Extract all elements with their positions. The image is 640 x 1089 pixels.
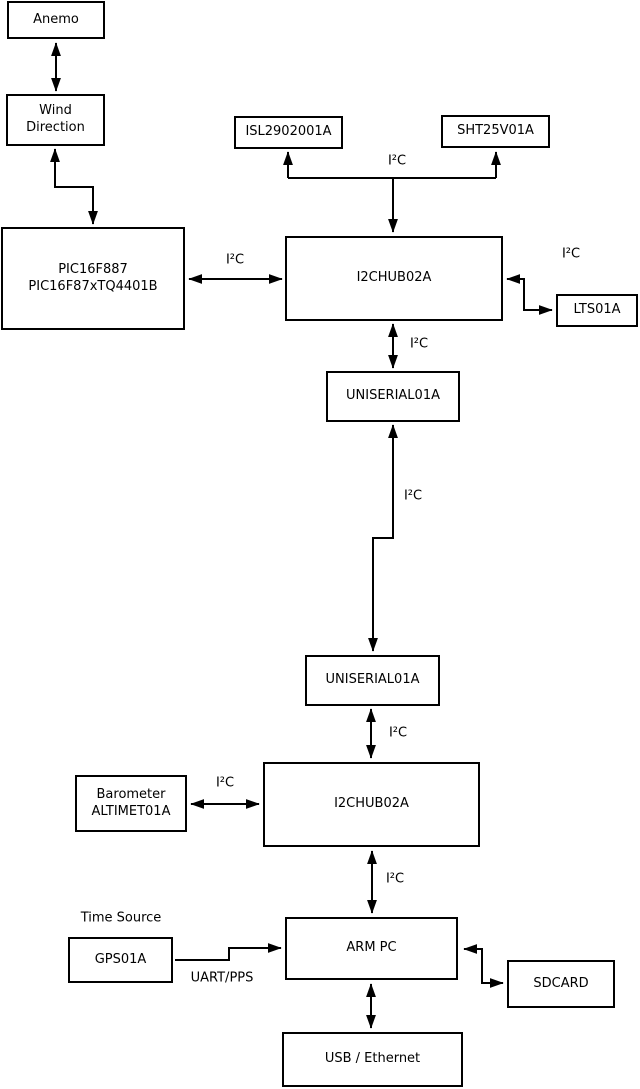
node-wind-direction: Wind Direction [6, 94, 105, 146]
edge-winddirection-pic [50, 148, 98, 225]
node-gps01a-label: GPS01A [94, 951, 147, 967]
node-barometer-label-line1: Barometer [96, 786, 166, 802]
label-i2c-uniserial1-uniserial2: I²C [403, 488, 423, 504]
node-arm-pc: ARM PC [285, 917, 458, 980]
node-lts01a: LTS01A [556, 294, 638, 327]
node-gps01a: GPS01A [68, 937, 173, 983]
node-barometer-label-line2: ALTIMET01A [91, 803, 171, 819]
label-i2c-pic-hub1: I²C [225, 252, 245, 268]
node-sdcard: SDCARD [507, 960, 615, 1008]
node-anemo: Anemo [7, 1, 105, 39]
node-i2chub02a-top: I2CHUB02A [285, 236, 503, 321]
node-anemo-label: Anemo [33, 11, 79, 27]
node-usb-ethernet-label: USB / Ethernet [324, 1051, 421, 1067]
node-uniserial01a-top-label: UNISERIAL01A [346, 388, 440, 404]
node-sht25v01a-label: SHT25V01A [457, 123, 534, 139]
label-i2c-hub1-uniserial1: I²C [409, 336, 429, 352]
node-lts01a-label: LTS01A [573, 302, 621, 318]
node-uniserial01a-top: UNISERIAL01A [326, 371, 460, 422]
label-i2c-top-branch: I²C [387, 153, 407, 169]
edge-uniserial1-uniserial2 [368, 424, 398, 652]
node-uniserial01a-bottom-label: UNISERIAL01A [325, 672, 420, 688]
label-uart-pps: UART/PPS [190, 970, 254, 986]
node-pic: PIC16F887 PIC16F87xTQ4401B [1, 227, 185, 330]
edge-hub1-lts [506, 274, 553, 315]
edge-armpc-sdcard [463, 944, 504, 988]
node-sht25v01a: SHT25V01A [441, 115, 550, 148]
node-i2chub02a-bottom: I2CHUB02A [263, 762, 480, 847]
node-barometer: Barometer ALTIMET01A [75, 775, 187, 832]
node-isl2902001a: ISL2902001A [234, 116, 343, 149]
node-i2chub02a-bottom-label: I2CHUB02A [334, 796, 409, 812]
node-uniserial01a-bottom: UNISERIAL01A [305, 655, 440, 706]
label-time-source: Time Source [80, 910, 162, 926]
node-i2chub02a-top-label: I2CHUB02A [356, 270, 432, 286]
label-i2c-uniserial2-hub2: I²C [388, 725, 408, 741]
node-wind-direction-label-line1: Wind [39, 103, 72, 119]
label-i2c-hub1-lts: I²C [561, 246, 581, 262]
node-pic-label-line1: PIC16F887 [58, 261, 128, 277]
label-i2c-barometer-hub2: I²C [215, 775, 235, 791]
node-pic-label-line2: PIC16F87xTQ4401B [28, 278, 158, 294]
node-wind-direction-label-line2: Direction [26, 120, 85, 135]
node-usb-ethernet: USB / Ethernet [282, 1032, 463, 1087]
node-arm-pc-label: ARM PC [346, 940, 397, 956]
node-sdcard-label: SDCARD [533, 975, 589, 991]
edge-gps-armpc [175, 943, 282, 961]
node-isl2902001a-label: ISL2902001A [245, 124, 332, 140]
label-i2c-hub2-armpc: I²C [385, 871, 405, 887]
